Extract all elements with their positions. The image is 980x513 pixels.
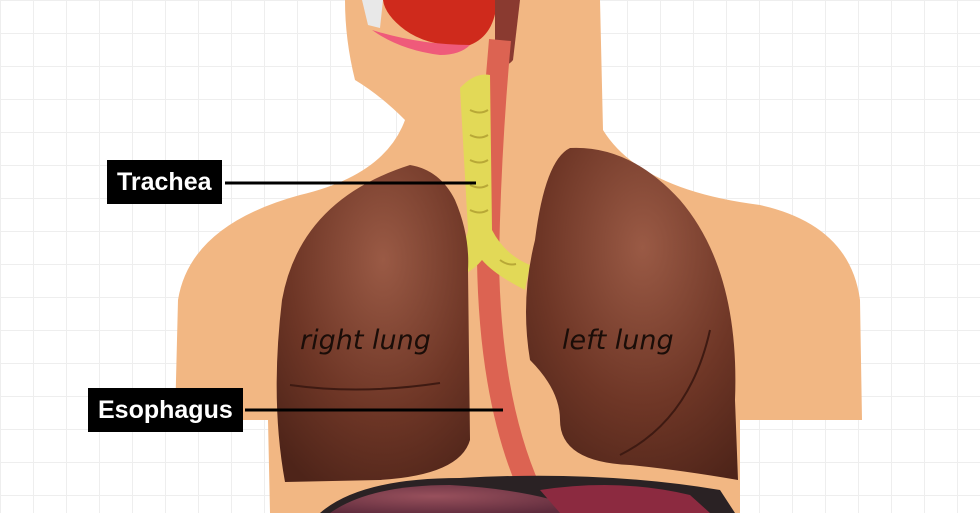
tongue <box>383 0 497 46</box>
trachea-label: Trachea <box>107 160 222 204</box>
lower-lip <box>372 30 470 55</box>
teeth <box>362 0 383 28</box>
esophagus-label: Esophagus <box>88 388 243 432</box>
right-lung-shape <box>276 165 470 482</box>
left-lung-label: left lung <box>562 325 674 356</box>
left-lung-shape <box>526 147 738 480</box>
trachea <box>440 74 530 291</box>
right-lung-label: right lung <box>300 325 431 356</box>
